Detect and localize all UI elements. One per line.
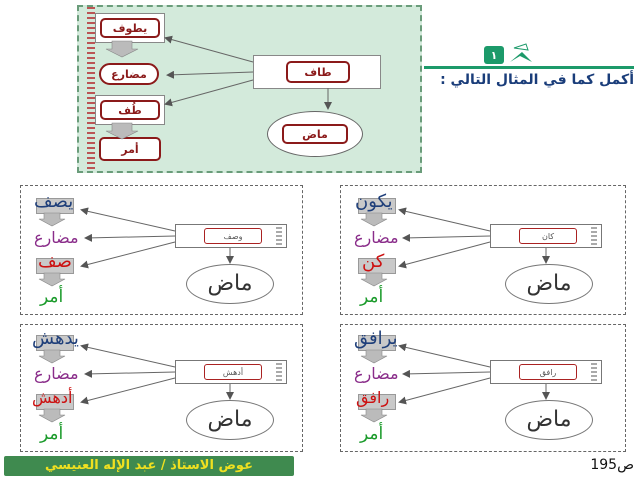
past-ellipse: ماض [267,111,363,157]
decorative-stripes [87,7,95,171]
imperative-word-rafaq: رافق [356,388,390,407]
example-past-label: ماض [282,124,348,144]
decorative-stripes [591,227,597,245]
past-label-rafaq: ماض [526,407,572,432]
present-word-rafaq: يرافق [354,328,398,349]
imperative-box: طُف [95,95,165,125]
imperative-word-kana: كن [362,251,385,272]
imperative-word-adhash: أدهش [32,388,73,407]
present-box: يطوف [95,13,165,43]
page-number: ص195 [590,457,634,473]
decorative-stripes [276,363,282,381]
decorative-stripes [276,227,282,245]
verb-box-adhash: أدهش [175,360,287,384]
exercise-panel-adhash [20,324,303,452]
verb-box-kana: كان [490,224,602,248]
example-mudari-label: مضارع [99,63,159,85]
exercise-number-badge: ١ [484,46,504,64]
past-ellipse-kana: ماض [505,264,593,304]
past-ellipse-adhash: ماض [186,400,274,440]
amr-label-kana: أمر [360,287,384,307]
past-ellipse-rafaq: ماض [505,400,593,440]
mudari-box: مضارع [95,59,165,89]
present-word-adhash: يدهش [32,328,79,349]
amr-box: أمر [95,135,165,165]
present-word-wasf: يصف [34,191,74,212]
verb-kana: كان [519,228,577,244]
example-amr-label: أمر [99,137,161,161]
mudari-label-kana: مضارع [354,228,399,247]
verb-box-rafaq: رافق [490,360,602,384]
past-label-wasf: ماض [207,271,253,296]
example-imperative: طُف [100,100,160,120]
verb-adhash: أدهش [204,364,262,380]
amr-label-rafaq: أمر [360,424,384,444]
present-word-kana: يكون [355,191,393,212]
verb-rafaq: رافق [519,364,577,380]
verb-wasf: وصف [204,228,262,244]
amr-label-wasf: أمر [40,287,64,307]
mudari-label-adhash: مضارع [34,364,79,383]
instruction-underline [424,66,634,69]
mudari-label-rafaq: مضارع [354,364,399,383]
instruction-text: أكمل كما في المثال التالي : [440,72,634,88]
imperative-word-wasf: صف [38,251,72,272]
credit-banner: عوض الاستاذ / عبد الإله العنيسي [4,456,294,476]
past-label-kana: ماض [526,271,572,296]
example-arrow-present [164,35,254,63]
past-label-adhash: ماض [207,407,253,432]
exercise-panel-rafaq [340,324,626,452]
exercise-panel-kana [340,185,626,315]
verb-box: طاف [253,55,381,89]
example-verb: طاف [286,61,350,83]
book-icon [508,42,534,66]
exercise-panel-wasf [20,185,303,315]
example-panel: يطوف مضارع طُف أمر طاف ماض [77,5,422,173]
verb-box-wasf: وصف [175,224,287,248]
mudari-label-wasf: مضارع [34,228,79,247]
example-present: يطوف [100,18,160,38]
amr-label-adhash: أمر [40,424,64,444]
past-ellipse-wasf: ماض [186,264,274,304]
decorative-stripes [591,363,597,381]
